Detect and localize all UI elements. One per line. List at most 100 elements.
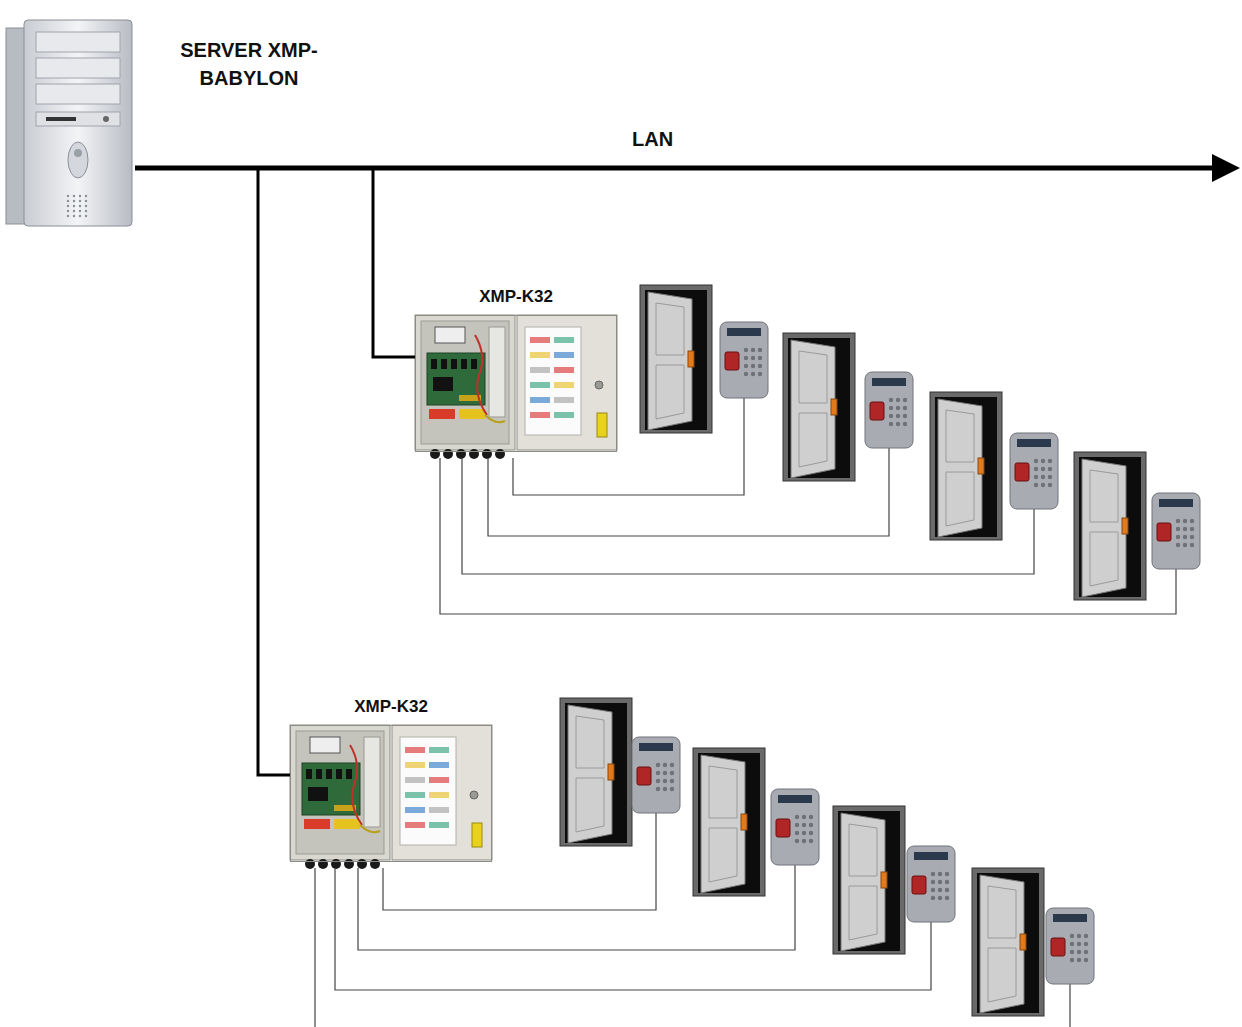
- key: [802, 831, 806, 835]
- door-opening: [838, 811, 900, 951]
- terminal-strip: [304, 819, 330, 829]
- cable-gland: [469, 449, 479, 459]
- sheet-mark: [405, 777, 425, 783]
- chip: [441, 359, 447, 369]
- key: [1034, 467, 1038, 471]
- key: [1077, 950, 1081, 954]
- key: [931, 896, 935, 900]
- terminal-strip: [459, 409, 485, 419]
- card-reader: [1046, 908, 1094, 984]
- door: [833, 806, 905, 954]
- chip: [336, 769, 342, 779]
- cable-gland: [344, 859, 354, 869]
- key: [744, 356, 748, 360]
- key: [1048, 459, 1052, 463]
- chip: [308, 787, 328, 801]
- cabinet-body: [290, 725, 390, 860]
- drive-bay: [36, 58, 120, 78]
- vent-hole: [73, 215, 75, 217]
- card-reader: [907, 846, 955, 922]
- key: [1190, 519, 1194, 523]
- door-opening: [565, 703, 627, 843]
- key: [931, 872, 935, 876]
- reader-body: [1152, 493, 1200, 569]
- sheet-mark: [530, 397, 550, 403]
- key: [889, 398, 893, 402]
- power-button: [74, 149, 82, 157]
- warning-label: [472, 823, 482, 847]
- key: [663, 763, 667, 767]
- door-leaf: [568, 705, 612, 843]
- key: [1190, 543, 1194, 547]
- cable: [485, 415, 505, 422]
- drive-bay: [36, 112, 120, 126]
- circuit-board: [302, 763, 360, 815]
- key: [903, 398, 907, 402]
- key: [1070, 934, 1074, 938]
- door-frame: [833, 806, 905, 954]
- floppy-slot: [46, 117, 76, 121]
- key: [656, 787, 660, 791]
- cable-gland: [443, 449, 453, 459]
- key: [795, 823, 799, 827]
- key: [1070, 958, 1074, 962]
- vent-hole: [85, 205, 87, 207]
- door-handle: [1122, 518, 1128, 534]
- key: [938, 896, 942, 900]
- key: [889, 414, 893, 418]
- door: [560, 698, 632, 846]
- vent-hole: [79, 205, 81, 207]
- door-panel: [1090, 470, 1118, 522]
- key: [758, 372, 762, 376]
- door-opening: [788, 338, 850, 478]
- reader-display: [639, 743, 673, 751]
- sheet-mark: [530, 412, 550, 418]
- server-computer: [6, 20, 132, 226]
- key: [1176, 527, 1180, 531]
- vent-hole: [67, 210, 69, 212]
- reader-display: [872, 378, 906, 386]
- key: [1183, 543, 1187, 547]
- node-heading: XMP-K32: [291, 696, 491, 718]
- door-panel: [576, 778, 604, 832]
- vent-hole: [73, 200, 75, 202]
- door-panel: [709, 828, 737, 882]
- vent-hole: [79, 210, 81, 212]
- key: [1034, 483, 1038, 487]
- vent-hole: [85, 195, 87, 197]
- key: [656, 779, 660, 783]
- door-leaf: [701, 755, 745, 893]
- door: [930, 392, 1002, 540]
- key: [663, 787, 667, 791]
- sheet-mark: [405, 822, 425, 828]
- door-panel: [709, 766, 737, 818]
- key: [1048, 483, 1052, 487]
- bus-label: LAN: [632, 128, 673, 151]
- key: [795, 815, 799, 819]
- sheet-mark: [554, 337, 574, 343]
- card-sensor: [637, 767, 651, 785]
- drive-bay: [36, 84, 120, 104]
- door: [972, 868, 1044, 1016]
- key: [802, 839, 806, 843]
- vent-hole: [79, 200, 81, 202]
- door-leaf: [791, 340, 835, 478]
- door-sheet: [400, 737, 456, 845]
- reader-display: [914, 852, 948, 860]
- door-panel: [576, 716, 604, 768]
- cabinet-door: [392, 725, 492, 860]
- lan-drop-line: [140, 168, 290, 775]
- circuit-board: [427, 353, 485, 405]
- controller-cabinet: [290, 725, 492, 869]
- server-node: SERVER XMP-BABYLON: [8, 18, 140, 228]
- key: [945, 880, 949, 884]
- card-sensor: [870, 402, 884, 420]
- door-lock: [470, 791, 478, 799]
- tower-front: [24, 20, 132, 226]
- reader-display: [1053, 914, 1087, 922]
- key: [945, 896, 949, 900]
- key: [751, 348, 755, 352]
- door-panel: [988, 886, 1016, 938]
- key: [1070, 942, 1074, 946]
